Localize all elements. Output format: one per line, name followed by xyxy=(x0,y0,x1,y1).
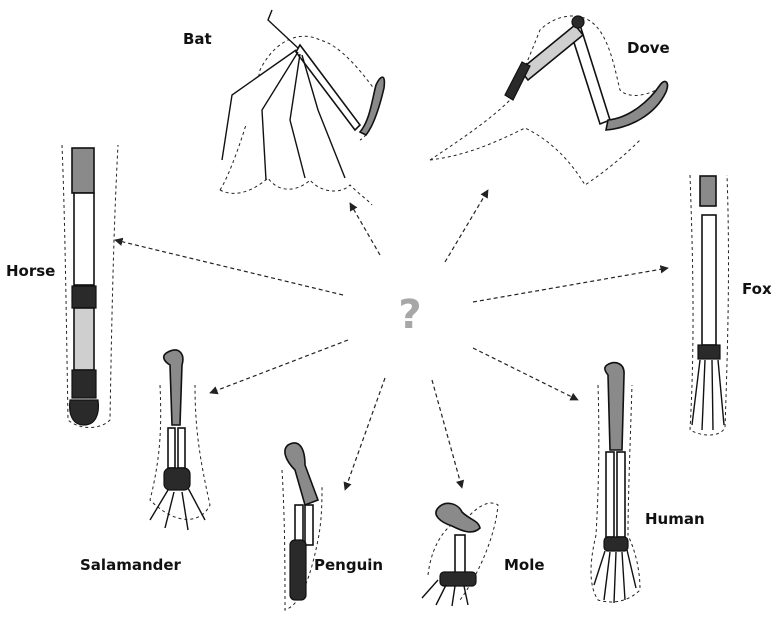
penguin-humerus xyxy=(285,443,318,505)
arrow-to-salamander xyxy=(210,340,348,393)
mole-limb xyxy=(422,503,498,606)
fox-limb xyxy=(690,175,728,435)
salamander-limb xyxy=(150,350,210,530)
human-radius xyxy=(606,452,614,537)
dove-feather-edge xyxy=(430,128,640,185)
fox-carpals xyxy=(698,345,720,359)
dove-humerus xyxy=(606,81,667,130)
dove-wing-outline xyxy=(430,16,665,160)
fox-radius xyxy=(702,215,716,345)
salamander-digit-3 xyxy=(182,492,188,530)
human-limb xyxy=(591,363,640,603)
penguin-limb xyxy=(282,443,322,610)
human-digit-5 xyxy=(627,550,636,588)
horse-metacarpal xyxy=(74,308,94,370)
question-mark: ? xyxy=(398,292,421,338)
center-node: ? xyxy=(342,242,478,378)
fox-humerus-end xyxy=(700,176,716,206)
horse-radius xyxy=(74,193,94,285)
horse-carpals xyxy=(72,286,96,308)
human-digit-4 xyxy=(622,552,625,600)
bat-membrane-edge xyxy=(220,178,372,205)
arrow-to-human xyxy=(473,348,578,400)
dove-digit xyxy=(505,62,530,100)
salamander-ulna xyxy=(178,428,185,468)
penguin-ulna xyxy=(305,505,313,545)
mole-humerus xyxy=(436,503,480,532)
horse-hoof xyxy=(70,400,99,425)
label-human: Human xyxy=(645,510,705,528)
label-horse: Horse xyxy=(6,262,55,280)
arrow-to-mole xyxy=(432,380,462,488)
mole-carpals xyxy=(440,572,476,586)
salamander-digit-1 xyxy=(150,490,168,520)
bat-digit-2 xyxy=(222,50,296,160)
label-dove: Dove xyxy=(627,39,670,57)
label-salamander: Salamander xyxy=(80,556,182,574)
salamander-humerus xyxy=(164,350,183,425)
dove-wrist-joint xyxy=(572,16,584,28)
fox-digit-4 xyxy=(718,360,724,425)
salamander-digit-2 xyxy=(165,492,174,528)
penguin-digits xyxy=(290,540,306,600)
mole-digit-1 xyxy=(422,580,438,598)
arrow-to-fox xyxy=(473,268,668,302)
human-digit-2 xyxy=(604,552,610,600)
salamander-digit-4 xyxy=(188,488,205,520)
arrow-to-horse xyxy=(115,240,343,295)
arrow-to-penguin xyxy=(345,378,385,490)
mole-digit-3 xyxy=(452,586,455,606)
label-penguin: Penguin xyxy=(314,556,383,574)
penguin-radius xyxy=(295,505,303,545)
bat-limb xyxy=(220,10,384,205)
label-mole: Mole xyxy=(504,556,545,574)
fox-digit-1 xyxy=(692,360,700,425)
bat-digit-5 xyxy=(302,55,345,178)
human-thumb xyxy=(594,551,605,585)
fox-digit-2 xyxy=(702,360,705,430)
arrow-to-bat xyxy=(350,203,380,255)
mole-digit-2 xyxy=(436,585,446,605)
label-bat: Bat xyxy=(183,30,212,48)
horse-radius-top xyxy=(72,148,94,193)
human-ulna xyxy=(617,452,625,537)
mole-radius xyxy=(455,535,465,575)
human-digit-3 xyxy=(614,552,616,603)
salamander-carpals xyxy=(164,468,190,490)
salamander-radius xyxy=(168,428,175,468)
human-humerus xyxy=(605,363,624,450)
arrow-to-dove xyxy=(445,190,488,262)
horse-phalanges xyxy=(72,370,96,398)
bat-radius xyxy=(296,45,360,130)
dove-carpometacarpus xyxy=(520,25,583,80)
horse-limb xyxy=(62,145,118,428)
label-fox: Fox xyxy=(742,280,771,298)
human-carpals xyxy=(604,537,628,551)
fox-digit-3 xyxy=(712,360,713,430)
